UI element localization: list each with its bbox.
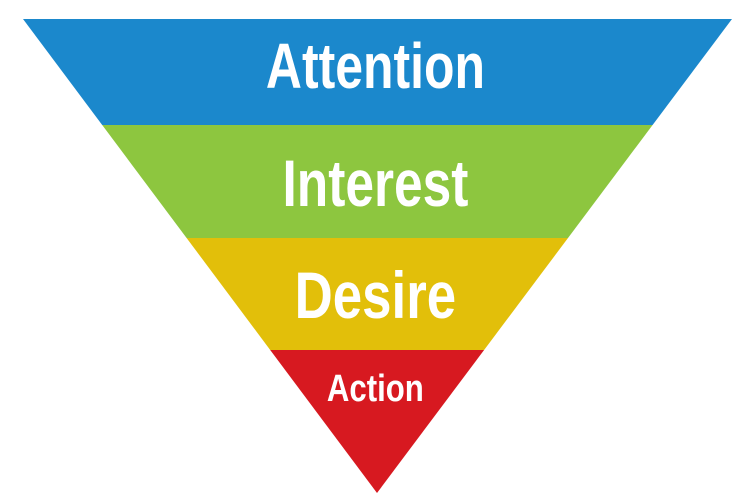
funnel-stage-interest: [102, 125, 653, 238]
funnel-stage-attention: [23, 19, 732, 125]
funnel-stage-desire: [186, 238, 568, 350]
stage-label-action: Action: [326, 368, 424, 410]
stage-label-interest: Interest: [282, 146, 469, 220]
stage-label-attention: Attention: [265, 30, 485, 102]
stage-label-desire: Desire: [294, 258, 457, 332]
funnel-stage-action: [270, 350, 485, 493]
